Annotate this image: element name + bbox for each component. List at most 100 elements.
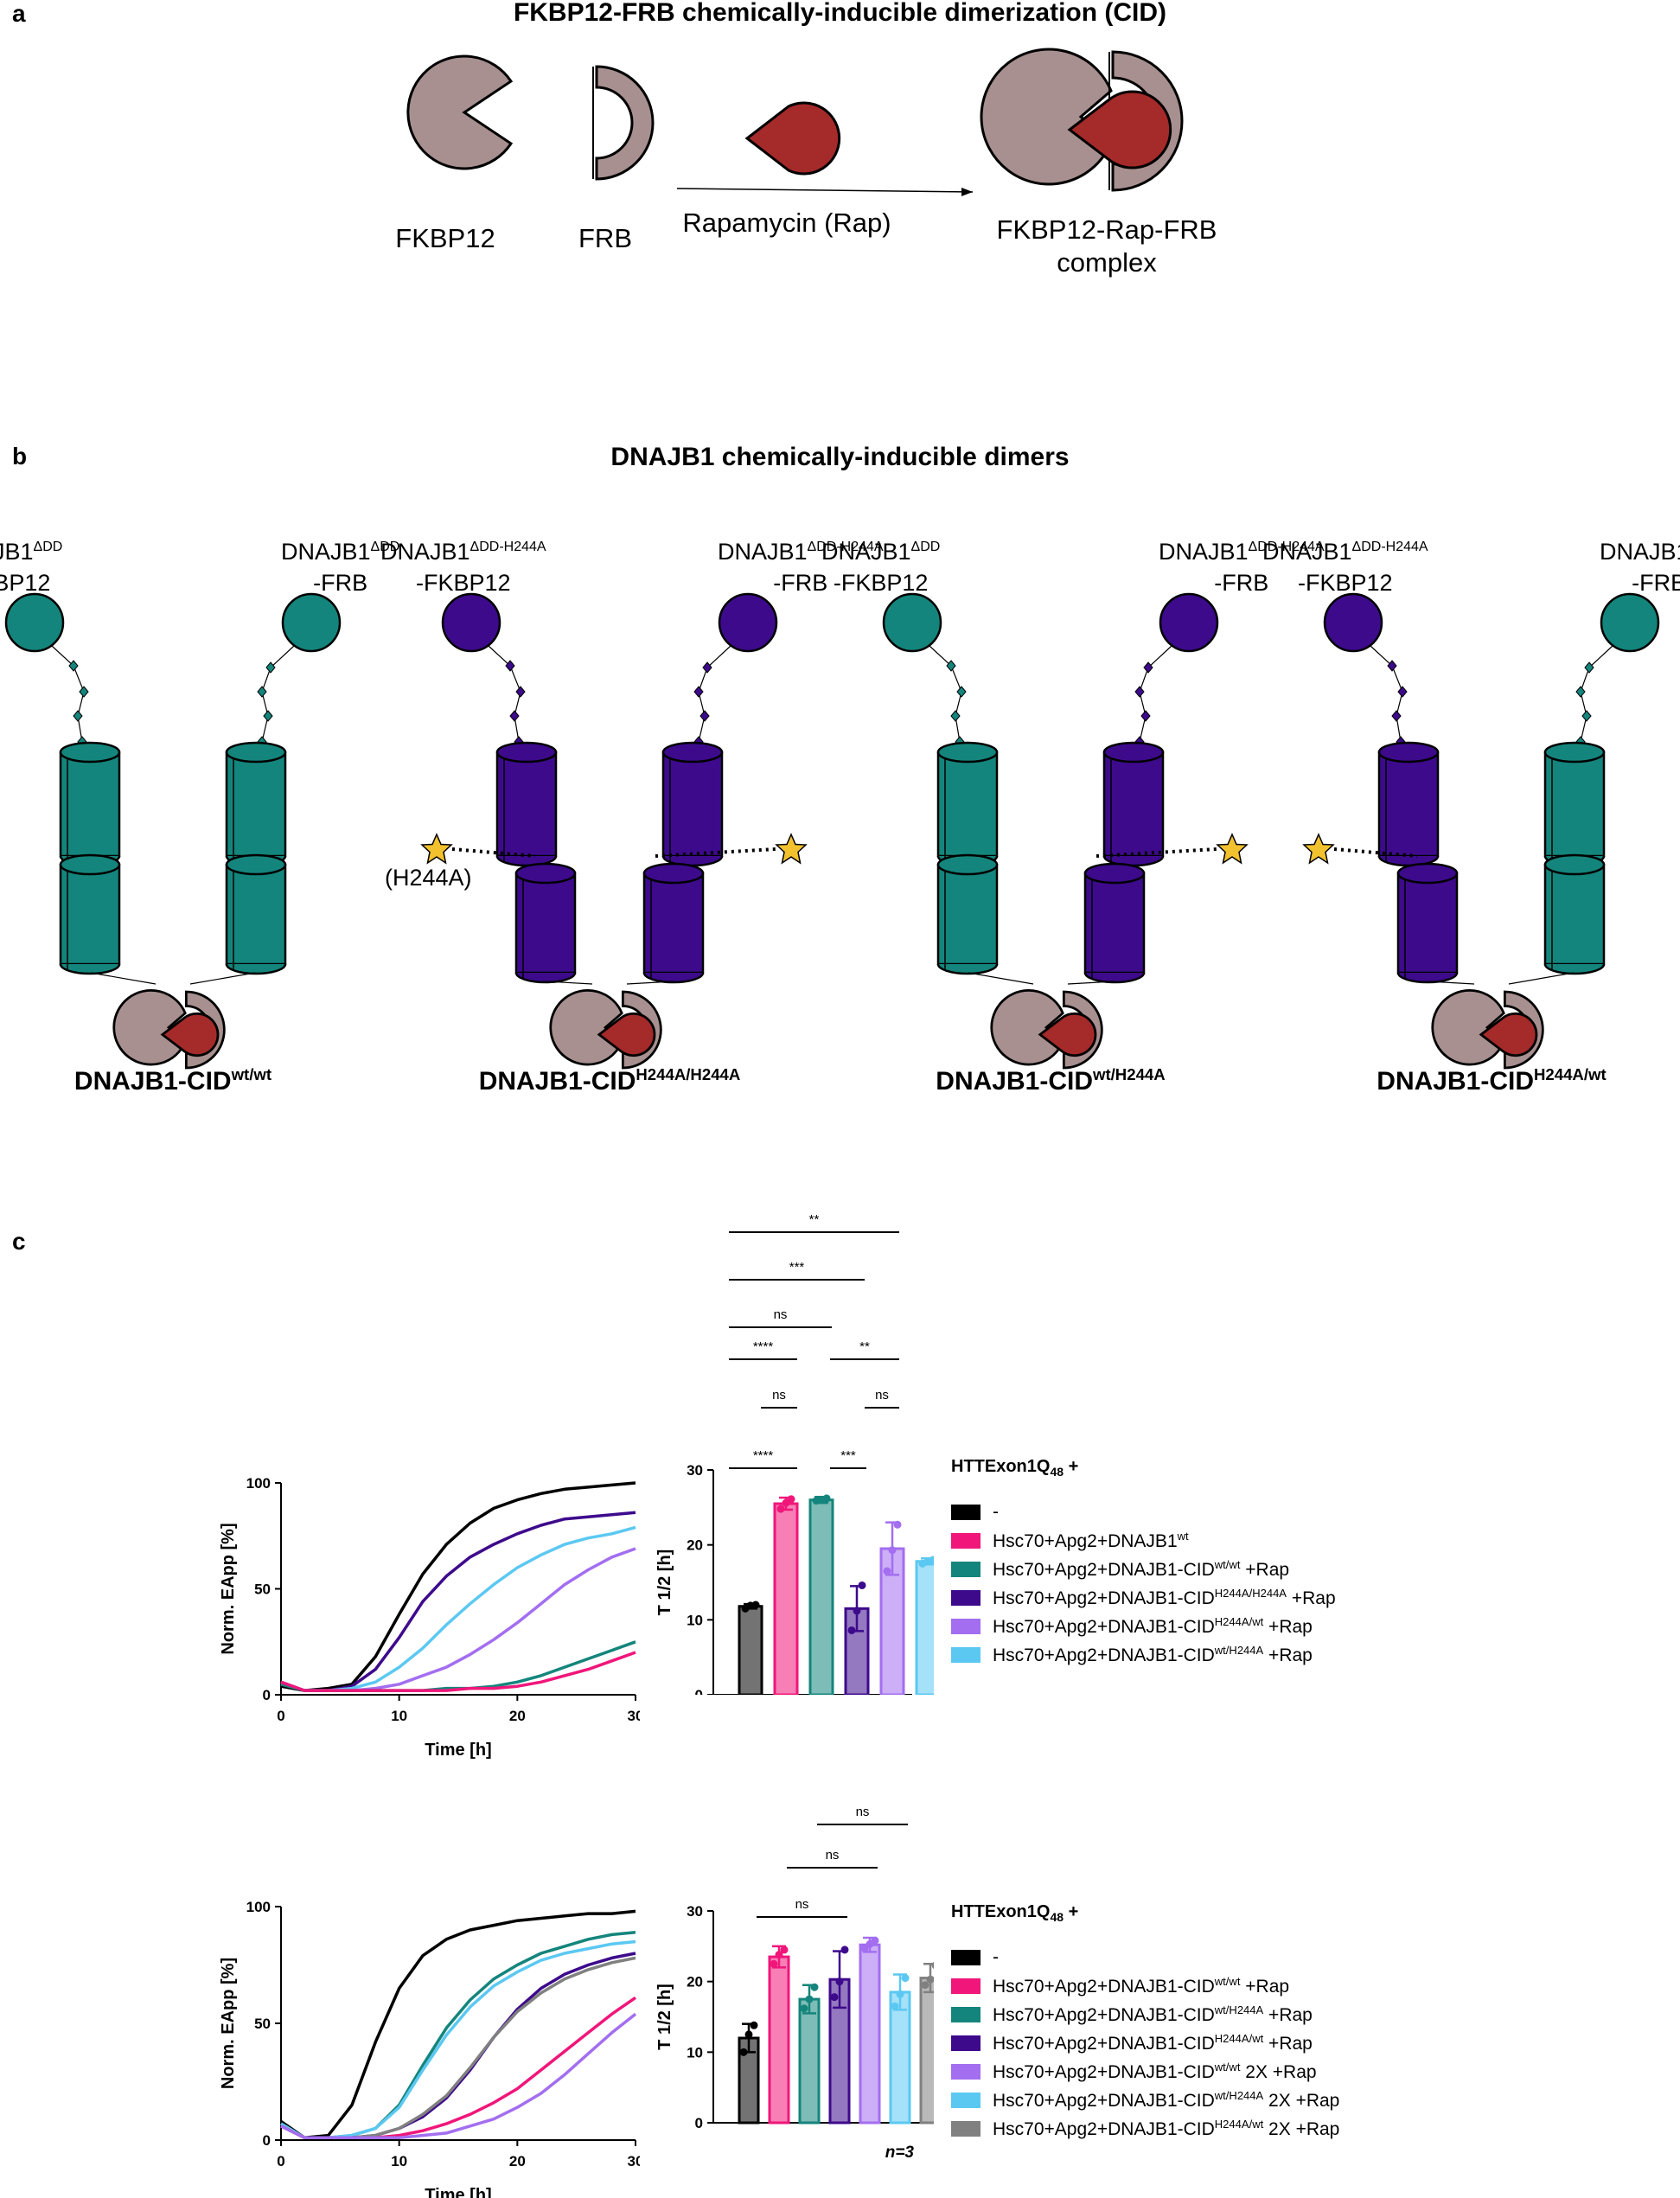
- dimer-4: [1303, 592, 1660, 1070]
- legend-swatch: [951, 1589, 981, 1606]
- y-tick-label: 20: [687, 1537, 703, 1554]
- legend-entry-5: Hsc70+Apg2+DNAJB1-CIDwt/wt 2X +Rap: [951, 2057, 1339, 2086]
- data-point: [883, 1567, 891, 1575]
- bar-6: [915, 1560, 934, 1695]
- legend-entry-2: Hsc70+Apg2+DNAJB1-CIDwt/wt +Rap: [951, 1971, 1339, 2000]
- legend-swatch: [951, 2120, 981, 2137]
- legend-entry-3: Hsc70+Apg2+DNAJB1-CIDwt/H244A +Rap: [951, 2000, 1339, 2029]
- legend-swatch: [951, 1532, 981, 1549]
- dimer-3-left-label-line1: DNAJB1ΔDD: [821, 536, 940, 567]
- y-tick-label: 0: [695, 2115, 703, 2131]
- legend-label-suffix: +Rap: [1240, 1559, 1290, 1580]
- data-point: [931, 1961, 934, 1969]
- data-point: [835, 1978, 844, 1986]
- legend-entry-5: Hsc70+Apg2+DNAJB1-CIDH244A/wt +Rap: [951, 1612, 1336, 1640]
- legend-label-base: -: [993, 1946, 999, 1967]
- panel-a-label: a: [12, 0, 26, 27]
- mutation-star: [776, 834, 807, 864]
- mutation-star: [1217, 834, 1248, 864]
- data-point: [871, 1936, 879, 1945]
- legend-label-base: Hsc70+Apg2+DNAJB1-CID: [993, 1588, 1215, 1608]
- panel-b-label: b: [12, 443, 28, 470]
- legend-title-suffix: +: [1064, 1457, 1079, 1476]
- data-point: [780, 1946, 789, 1954]
- legend-entry-4: Hsc70+Apg2+DNAJB1-CIDH244A/H244A +Rap: [951, 1583, 1336, 1612]
- dimer-2-left-label-base: DNAJB1: [380, 539, 470, 565]
- x-axis-label: Time [h]: [425, 2186, 491, 2198]
- legend-label-suffix: 2X +Rap: [1240, 2061, 1317, 2082]
- data-point: [751, 1601, 760, 1609]
- legend-title: HTTExon1Q48 +: [951, 1902, 1339, 1924]
- legend-label-base: -: [993, 1501, 999, 1522]
- y-axis-label: T 1/2 [h]: [655, 1549, 674, 1616]
- data-point: [858, 1581, 866, 1589]
- series-line-5: [280, 1640, 636, 1692]
- legend-swatch: [951, 1646, 981, 1663]
- complex-label-line1: FKBP12-Rap-FRB: [996, 214, 1217, 245]
- dimer-4-right-label-line2: -FRB: [1632, 570, 1680, 597]
- x-tick-label: 10: [391, 2153, 407, 2169]
- dimer-3-left-label-base: DNAJB1: [821, 539, 911, 565]
- data-point: [805, 1995, 814, 2003]
- y-tick-label: 100: [246, 1475, 271, 1492]
- legend-entry-1: -: [951, 1943, 1339, 1971]
- legend-label-base: Hsc70+Apg2+DNAJB1-CID: [993, 1559, 1215, 1580]
- legend-entry-6: Hsc70+Apg2+DNAJB1-CIDwt/H244A 2X +Rap: [951, 2086, 1339, 2114]
- y-tick-label: 20: [687, 1974, 703, 1990]
- legend-entry-1: -: [951, 1498, 1336, 1526]
- dimer-name-base: DNAJB1-CID: [73, 1067, 232, 1096]
- y-tick-label: 10: [687, 2044, 703, 2061]
- legend-label-sup: H244A/H244A: [1214, 1586, 1287, 1600]
- complex-shape: [980, 48, 1184, 192]
- data-point: [800, 2004, 808, 2013]
- data-point: [822, 1494, 831, 1503]
- bar-7: [919, 1977, 934, 2125]
- legend-label: Hsc70+Apg2+DNAJB1-CIDH244A/wt +Rap: [993, 1615, 1313, 1638]
- fkbp12-label: FKBP12: [395, 223, 495, 253]
- mutation-star: [1303, 834, 1334, 864]
- data-point: [775, 1951, 783, 1959]
- legend-label-base: Hsc70+Apg2+DNAJB1: [993, 1530, 1178, 1551]
- data-point: [840, 1946, 849, 1954]
- legend-label-suffix: +Rap: [1240, 1976, 1290, 1997]
- legend-label: -: [993, 1502, 999, 1523]
- dimer-3-left-label-sup: ΔDD: [910, 540, 941, 554]
- legend-label-base: Hsc70+Apg2+DNAJB1-CID: [993, 1616, 1215, 1637]
- y-axis-label: T 1/2 [h]: [655, 1984, 674, 2050]
- data-point: [888, 1546, 897, 1555]
- bar-2: [773, 1502, 799, 1695]
- series-line-3: [280, 1525, 636, 1692]
- legend-swatch: [951, 2063, 981, 2080]
- dimer-name-base: DNAJB1-CID: [1377, 1067, 1534, 1096]
- data-point: [926, 1975, 934, 1984]
- significance-label: ****: [753, 1339, 774, 1354]
- legend-label: Hsc70+Apg2+DNAJB1-CIDwt/H244A +Rap: [993, 2003, 1313, 2026]
- legend-label-base: Hsc70+Apg2+DNAJB1-CID: [993, 1976, 1215, 1997]
- bar-3: [808, 1498, 834, 1695]
- dimer-4-right-label-line1: DNAJB1ΔDD: [1600, 536, 1680, 567]
- legend-label: Hsc70+Apg2+DNAJB1-CIDH244A/H244A +Rap: [993, 1587, 1336, 1609]
- x-tick-label: 10: [391, 1708, 407, 1724]
- dimer-left-head: [882, 592, 942, 653]
- dimer-right-head: [1600, 592, 1660, 653]
- legend-swatch: [951, 1504, 981, 1520]
- legend-label-suffix: +Rap: [1263, 1645, 1313, 1665]
- legend-swatch: [951, 2006, 981, 2022]
- dimers-diagram: [4, 592, 1660, 1070]
- significance-label: **: [809, 1212, 820, 1227]
- legend-label-sup: wt/H244A: [1214, 2088, 1264, 2102]
- data-point: [921, 1981, 929, 1990]
- data-point: [929, 1556, 934, 1564]
- legend-label-sup: wt/H244A: [1214, 1643, 1264, 1657]
- dimer-1-right-label-line2: -FRB: [313, 570, 368, 597]
- series-line-1: [280, 1481, 636, 1692]
- panel-b-title: DNAJB1 chemically-inducible dimers: [610, 443, 1070, 471]
- legend-label-base: Hsc70+Apg2+DNAJB1-CID: [993, 2090, 1215, 2111]
- series-line-1: [280, 1909, 636, 2140]
- data-point: [770, 1959, 778, 1968]
- x-tick-label: 20: [509, 1708, 526, 1724]
- data-point: [787, 1495, 795, 1504]
- dimer-2-right-label-base: DNAJB1: [718, 539, 808, 565]
- x-tick-label: 0: [277, 2153, 284, 2169]
